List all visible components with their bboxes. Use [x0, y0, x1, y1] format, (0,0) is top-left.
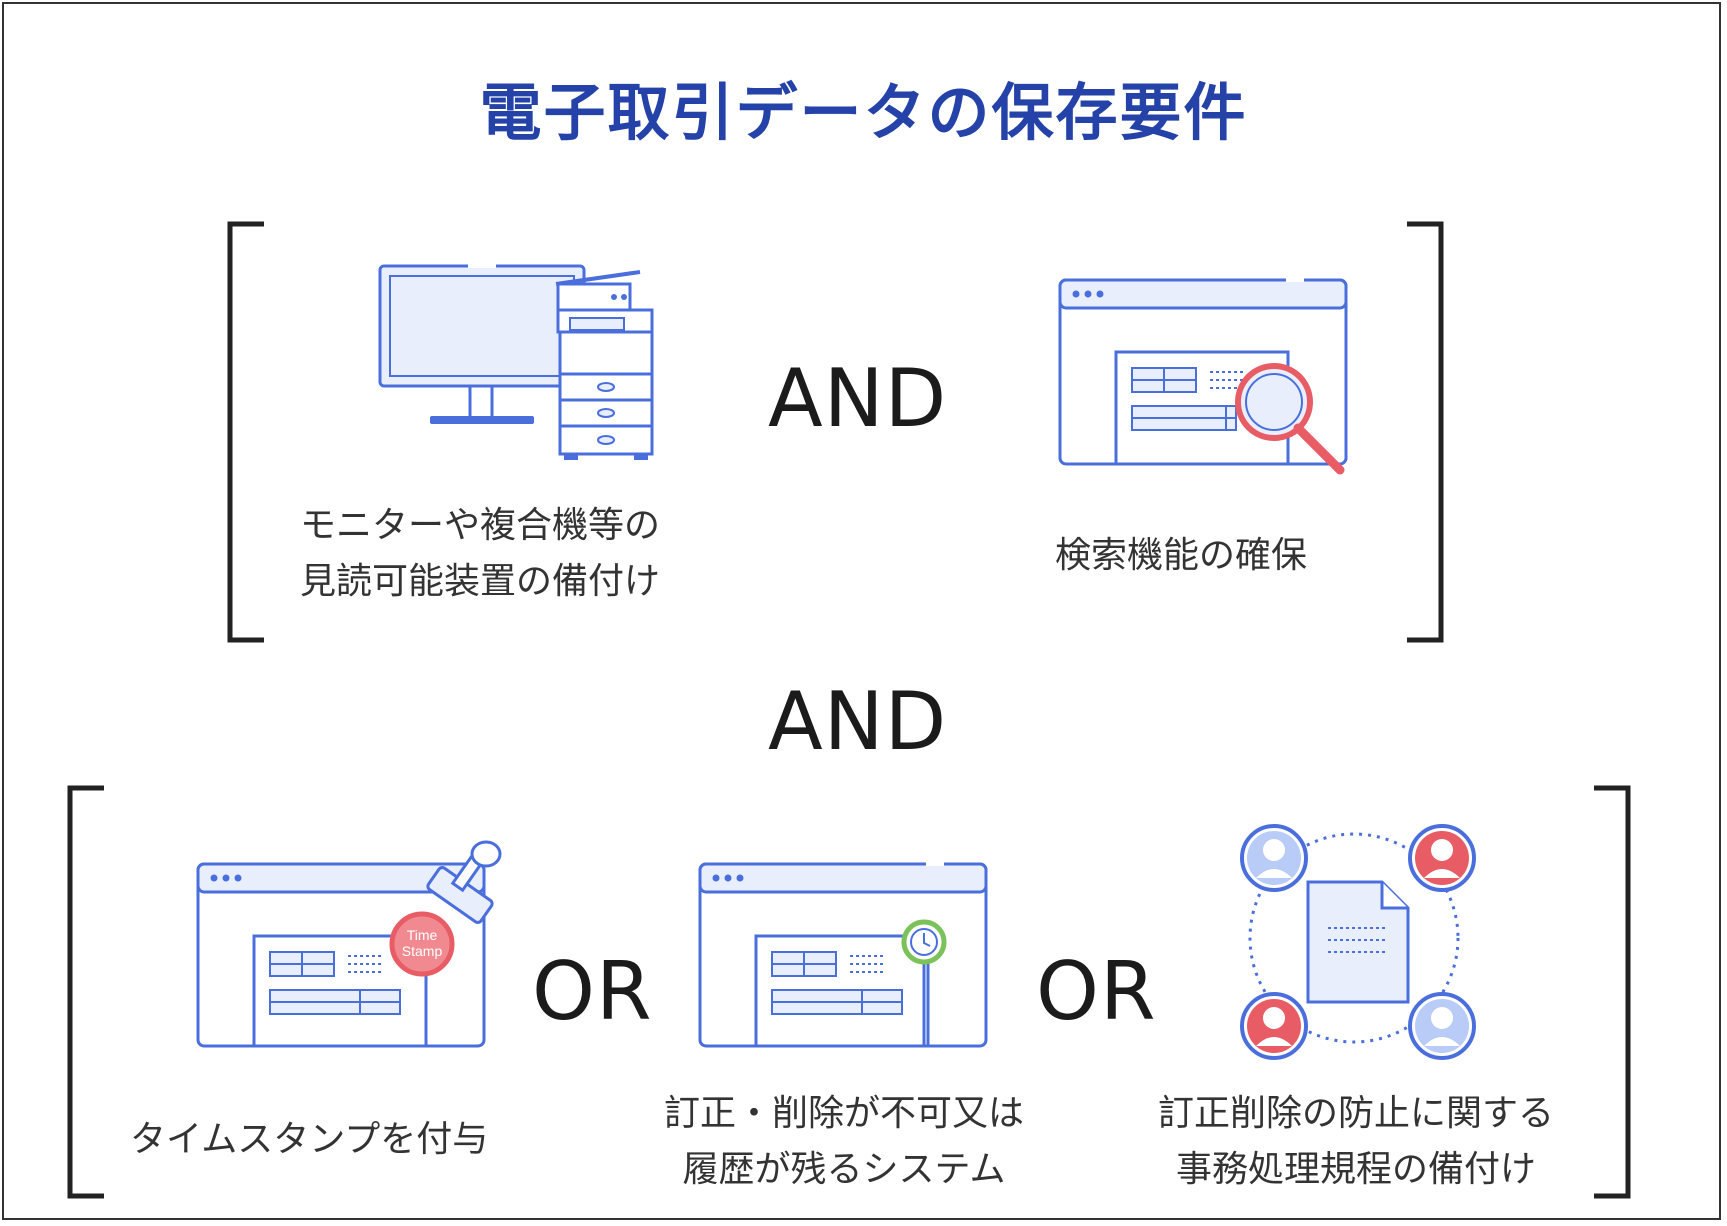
label-office-rules: 訂正削除の防止に関する 事務処理規程の備付け	[1116, 1086, 1596, 1198]
bottom-left-bracket	[67, 785, 104, 1199]
or-operator-2: OR	[1036, 945, 1157, 1038]
person-icon-bottom-left	[1240, 992, 1308, 1060]
stamp-handle-icon	[426, 840, 502, 924]
label-time-stamp: タイムスタンプを付与	[130, 1119, 489, 1160]
bottom-right-bracket	[1594, 785, 1631, 1199]
document-icon	[1306, 880, 1410, 1004]
label-display-device-line2: 見読可能装置の備付け	[300, 561, 661, 602]
person-icon-top-right	[1408, 824, 1476, 892]
stamp-text-time: Time	[407, 927, 438, 943]
monitor-icon	[378, 264, 586, 424]
person-icon-bottom-right	[1408, 992, 1476, 1060]
label-history-system-line1: 訂正・削除が不可又は	[663, 1093, 1024, 1134]
label-history-system-line2: 履歴が残るシステム	[682, 1149, 1006, 1190]
label-display-device: モニターや複合機等の 見読可能装置の備付け	[300, 498, 660, 610]
stamp-text-stamp: Stamp	[402, 943, 443, 959]
page-title: 電子取引データの保存要件	[479, 76, 1248, 149]
label-search-function: 検索機能の確保	[1055, 535, 1308, 576]
or-operator-1: OR	[532, 945, 653, 1038]
history-system-icon	[698, 862, 988, 1048]
person-icon-top-left	[1240, 824, 1308, 892]
printer-icon	[555, 270, 654, 460]
time-stamp-icon: Time Stamp	[196, 840, 502, 1048]
label-history-system: 訂正・削除が不可又は 履歴が残るシステム	[634, 1086, 1054, 1198]
monitor-and-printer-icon	[378, 264, 654, 460]
time-stamp-seal: Time Stamp	[389, 911, 455, 977]
label-office-rules-line1: 訂正削除の防止に関する	[1157, 1093, 1554, 1134]
and-operator-middle: AND	[768, 675, 948, 768]
top-right-bracket	[1407, 221, 1444, 643]
label-office-rules-line2: 事務処理規程の備付け	[1175, 1149, 1536, 1190]
search-function-icon	[1058, 278, 1348, 475]
clock-icon	[901, 919, 947, 1046]
shared-rules-document-icon	[1240, 824, 1476, 1060]
and-operator-top: AND	[768, 352, 948, 445]
label-display-device-line1: モニターや複合機等の	[300, 505, 661, 546]
magnifier-icon	[1235, 363, 1345, 475]
top-left-bracket	[227, 221, 264, 643]
